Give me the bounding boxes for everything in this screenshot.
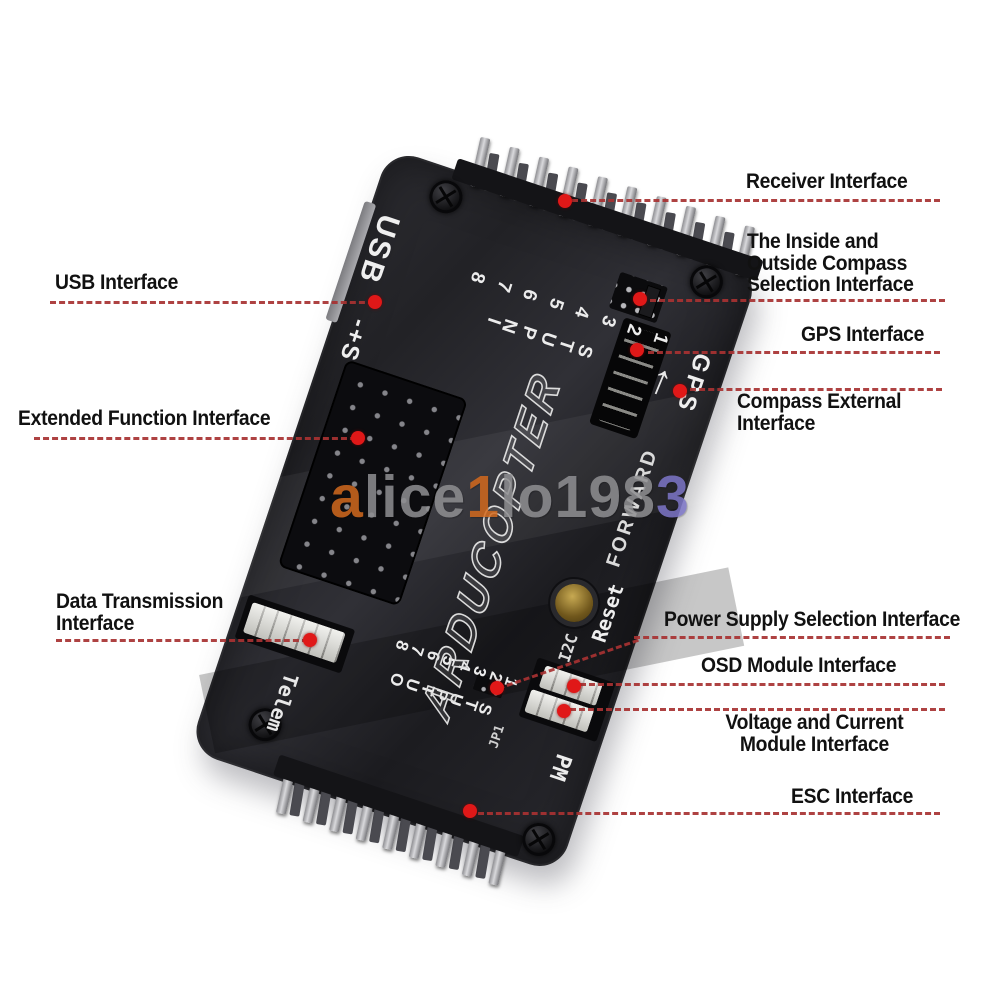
pm-silkscreen: PM [543, 750, 576, 784]
marker-dot-usb [368, 295, 382, 309]
leader-line-voltage-current [570, 708, 945, 711]
leader-line-esc [478, 812, 940, 815]
label-compass-selection-interface: The Inside and Outside Compass Selection… [747, 230, 914, 296]
watermark-segment: a [330, 464, 364, 530]
marker-dot-extended-function [351, 431, 365, 445]
marker-dot-gps [630, 343, 644, 357]
marker-dot-compass-external [673, 384, 687, 398]
watermark-segment: 1 [466, 464, 501, 530]
watermark: alice1lo1983 [330, 463, 690, 531]
label-osd-module-interface: OSD Module Interface [701, 654, 897, 677]
marker-dot-osd [567, 679, 581, 693]
marker-dot-receiver [558, 194, 572, 208]
label-compass-external-interface: Compass External Interface [737, 390, 902, 435]
screw-bottom-right [517, 818, 560, 861]
label-receiver-interface: Receiver Interface [746, 170, 908, 193]
label-gps-interface: GPS Interface [801, 323, 925, 346]
label-esc-interface: ESC Interface [791, 785, 914, 808]
marker-dot-data-transmission [303, 633, 317, 647]
watermark-segment: lice [363, 464, 467, 530]
leader-line-data-transmission [56, 639, 308, 642]
marker-dot-power-supply [490, 681, 504, 695]
leader-line-extended-function [34, 437, 356, 440]
label-usb-interface: USB Interface [55, 271, 179, 294]
leader-line-osd [580, 683, 945, 686]
marker-dot-compass-selection [633, 292, 647, 306]
jp1-silkscreen: JP1 [486, 723, 509, 751]
leader-line-power-supply [634, 636, 950, 639]
power-pin-markings: -+S [333, 315, 374, 366]
leader-line-compass-external [690, 388, 942, 391]
leader-line-usb [50, 301, 374, 304]
marker-dot-esc [463, 804, 477, 818]
leader-line-receiver [572, 199, 940, 202]
label-power-supply-selection-interface: Power Supply Selection Interface [664, 608, 961, 631]
leader-line-gps [648, 351, 940, 354]
watermark-segment: 3 [655, 464, 690, 530]
watermark-segment: lo198 [500, 464, 656, 530]
label-voltage-current-module-interface: Voltage and Current Module Interface [725, 711, 904, 756]
label-extended-function-interface: Extended Function Interface [18, 407, 271, 430]
label-data-transmission-interface: Data Transmission Interface [56, 590, 224, 635]
leader-line-compass-selection [650, 299, 945, 302]
marker-dot-voltage-current [557, 704, 571, 718]
